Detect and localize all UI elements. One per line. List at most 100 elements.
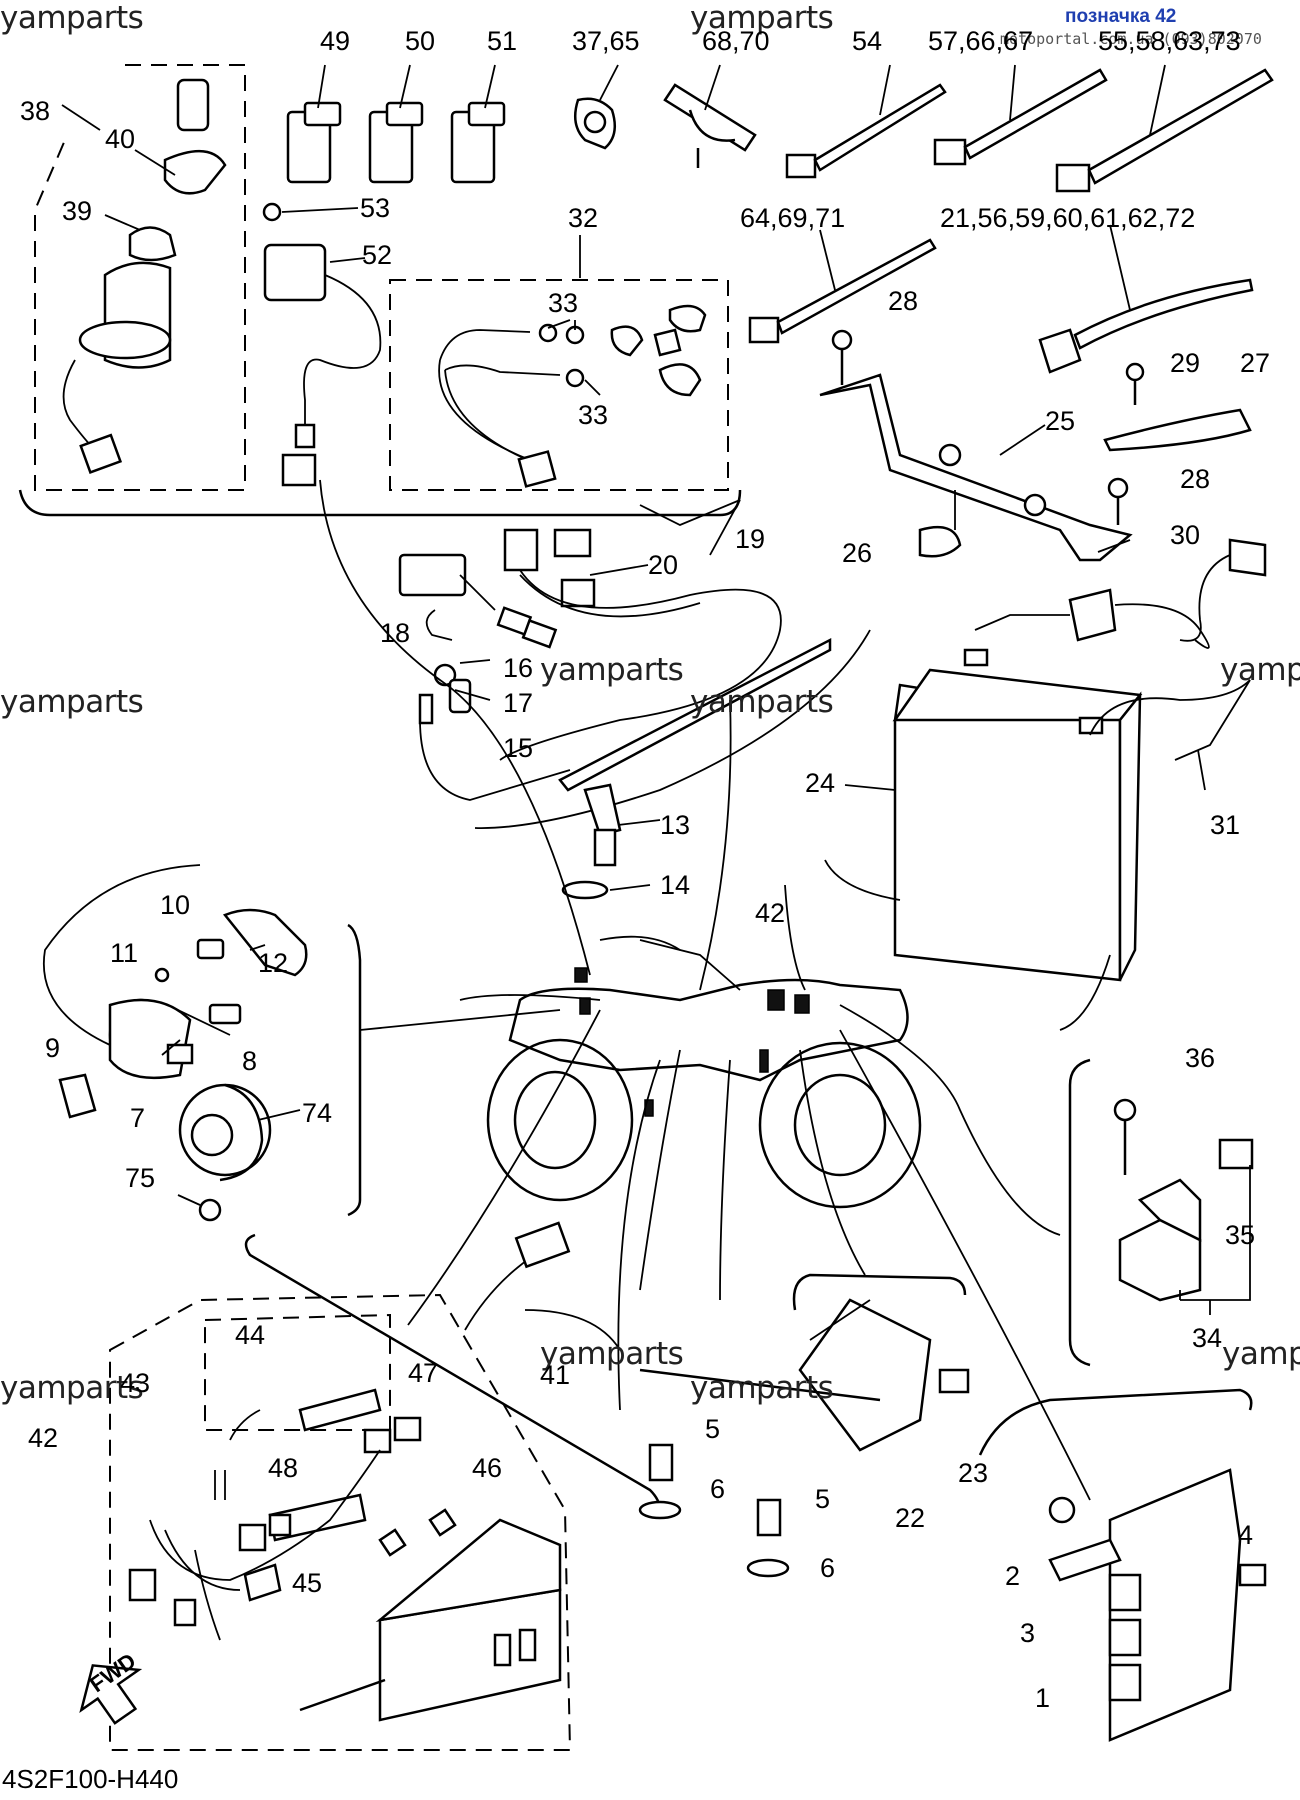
callout-label: 74 xyxy=(302,1098,333,1128)
watermark: yamparts xyxy=(690,684,834,720)
callout-label: 3 xyxy=(1020,1618,1036,1648)
callout-label: 75 xyxy=(125,1163,156,1193)
site-text: motoportal.com.ua (093)802070 xyxy=(1000,30,1262,48)
callout-label: 34 xyxy=(1192,1323,1223,1353)
callout-label: 33 xyxy=(548,288,579,318)
lower-box-group xyxy=(79,1221,662,1751)
callout-label: 16 xyxy=(503,653,534,683)
callout-label: 38 xyxy=(20,96,51,126)
callout-label: 52 xyxy=(362,240,393,270)
callout-label: 53 xyxy=(360,193,391,223)
callout-label: 57,66,67 xyxy=(928,26,1034,56)
callout-label: 39 xyxy=(62,196,93,226)
watermark: yamparts xyxy=(1222,1336,1300,1372)
callout-label: 41 xyxy=(540,1360,571,1390)
callout-label: 12 xyxy=(258,948,289,978)
cable-tie-55-58-63-73 xyxy=(1055,64,1274,193)
watermark: yamparts xyxy=(0,1370,144,1406)
cable-tie-21-group xyxy=(1038,224,1254,374)
callout-label: 1 xyxy=(1035,1683,1051,1713)
cable-tie-57-66-67 xyxy=(933,64,1108,166)
watermark: yamparts xyxy=(540,1336,684,1372)
callout-label: 27 xyxy=(1240,348,1271,378)
callout-label: 45 xyxy=(292,1568,323,1598)
callout-label: 26 xyxy=(842,538,873,568)
callout-label: 51 xyxy=(487,26,518,56)
callout-label: 29 xyxy=(1170,348,1201,378)
callout-label: 54 xyxy=(852,26,883,56)
callout-label: 23 xyxy=(958,1458,989,1488)
callout-label: 32 xyxy=(568,203,599,233)
center-harness xyxy=(398,499,871,829)
cable-tie-54 xyxy=(785,64,947,179)
callout-label: 8 xyxy=(242,1046,258,1076)
callout-label: 10 xyxy=(160,890,191,920)
callout-label: 64,69,71 xyxy=(740,203,846,233)
callout-label: 46 xyxy=(472,1453,503,1483)
callout-label: 17 xyxy=(503,688,534,718)
callout-label: 20 xyxy=(648,550,679,580)
callout-label: 37,65 xyxy=(572,26,640,56)
callout-label: 14 xyxy=(660,870,691,900)
callout-label: 19 xyxy=(735,524,766,554)
callout-label: 68,70 xyxy=(702,26,770,56)
connector-49 xyxy=(286,64,342,184)
callout-label: 15 xyxy=(503,733,534,763)
callout-label: 13 xyxy=(660,810,691,840)
watermark: yamparts xyxy=(1220,652,1300,688)
battery-bracket xyxy=(819,329,1252,562)
watermark: yamparts xyxy=(690,1370,834,1406)
callout-label: 21,56,59,60,61,62,72 xyxy=(940,203,1196,233)
callout-label: 9 xyxy=(45,1033,61,1063)
callout-label: 49 xyxy=(320,26,351,56)
callout-label: 30 xyxy=(1170,520,1201,550)
battery-24 xyxy=(824,538,1267,1031)
watermark: yamparts xyxy=(0,684,144,720)
relay-52 xyxy=(262,202,382,487)
diagram-code: 4S2F100-H440 xyxy=(2,1764,179,1794)
bolts-and-regulator xyxy=(638,1273,1267,1742)
ignition-switch xyxy=(61,78,227,474)
callout-label: 36 xyxy=(1185,1043,1216,1073)
callout-label: 5 xyxy=(705,1414,721,1444)
clamp-37-65 xyxy=(573,64,619,150)
reference-note: позначка 42 xyxy=(1065,6,1177,27)
callout-label: 22 xyxy=(895,1503,926,1533)
atv-illustration xyxy=(319,479,1091,1501)
callout-label: 6 xyxy=(820,1553,836,1583)
callout-label: 6 xyxy=(710,1474,726,1504)
callout-label: 43 xyxy=(120,1368,151,1398)
callout-label: 4 xyxy=(1238,1520,1254,1550)
callout-label: 42 xyxy=(755,898,786,928)
cable-tie-64-69-71 xyxy=(748,229,937,344)
callout-label: 42 xyxy=(28,1423,59,1453)
callout-label: 28 xyxy=(1180,464,1211,494)
callout-label: 25 xyxy=(1045,406,1076,436)
callout-label: 5 xyxy=(815,1484,831,1514)
starter-relay xyxy=(1068,1058,1254,1367)
callout-label: 28 xyxy=(888,286,919,316)
connector-51 xyxy=(450,64,506,184)
callout-label: 31 xyxy=(1210,810,1241,840)
callout-label: 24 xyxy=(805,768,836,798)
callout-label: 2 xyxy=(1005,1561,1021,1591)
sub-harness-32 xyxy=(438,235,707,488)
callout-label: 35 xyxy=(1225,1220,1256,1250)
callout-label: 33 xyxy=(578,400,609,430)
callout-label: 18 xyxy=(380,618,411,648)
callout-label: 40 xyxy=(105,124,136,154)
watermark: yamparts xyxy=(0,0,144,36)
watermark: yamparts xyxy=(540,652,684,688)
callout-label: 48 xyxy=(268,1453,299,1483)
watermark: yamparts xyxy=(690,0,834,36)
callout-label: 50 xyxy=(405,26,436,56)
callout-label: 7 xyxy=(130,1103,146,1133)
left-group xyxy=(43,864,561,1222)
clamp-68-70 xyxy=(663,64,757,168)
callout-label: 55,58,63,73 xyxy=(1098,26,1241,56)
callout-label: 44 xyxy=(235,1320,266,1350)
callout-label: 47 xyxy=(408,1358,439,1388)
sensor-13 xyxy=(561,783,661,900)
